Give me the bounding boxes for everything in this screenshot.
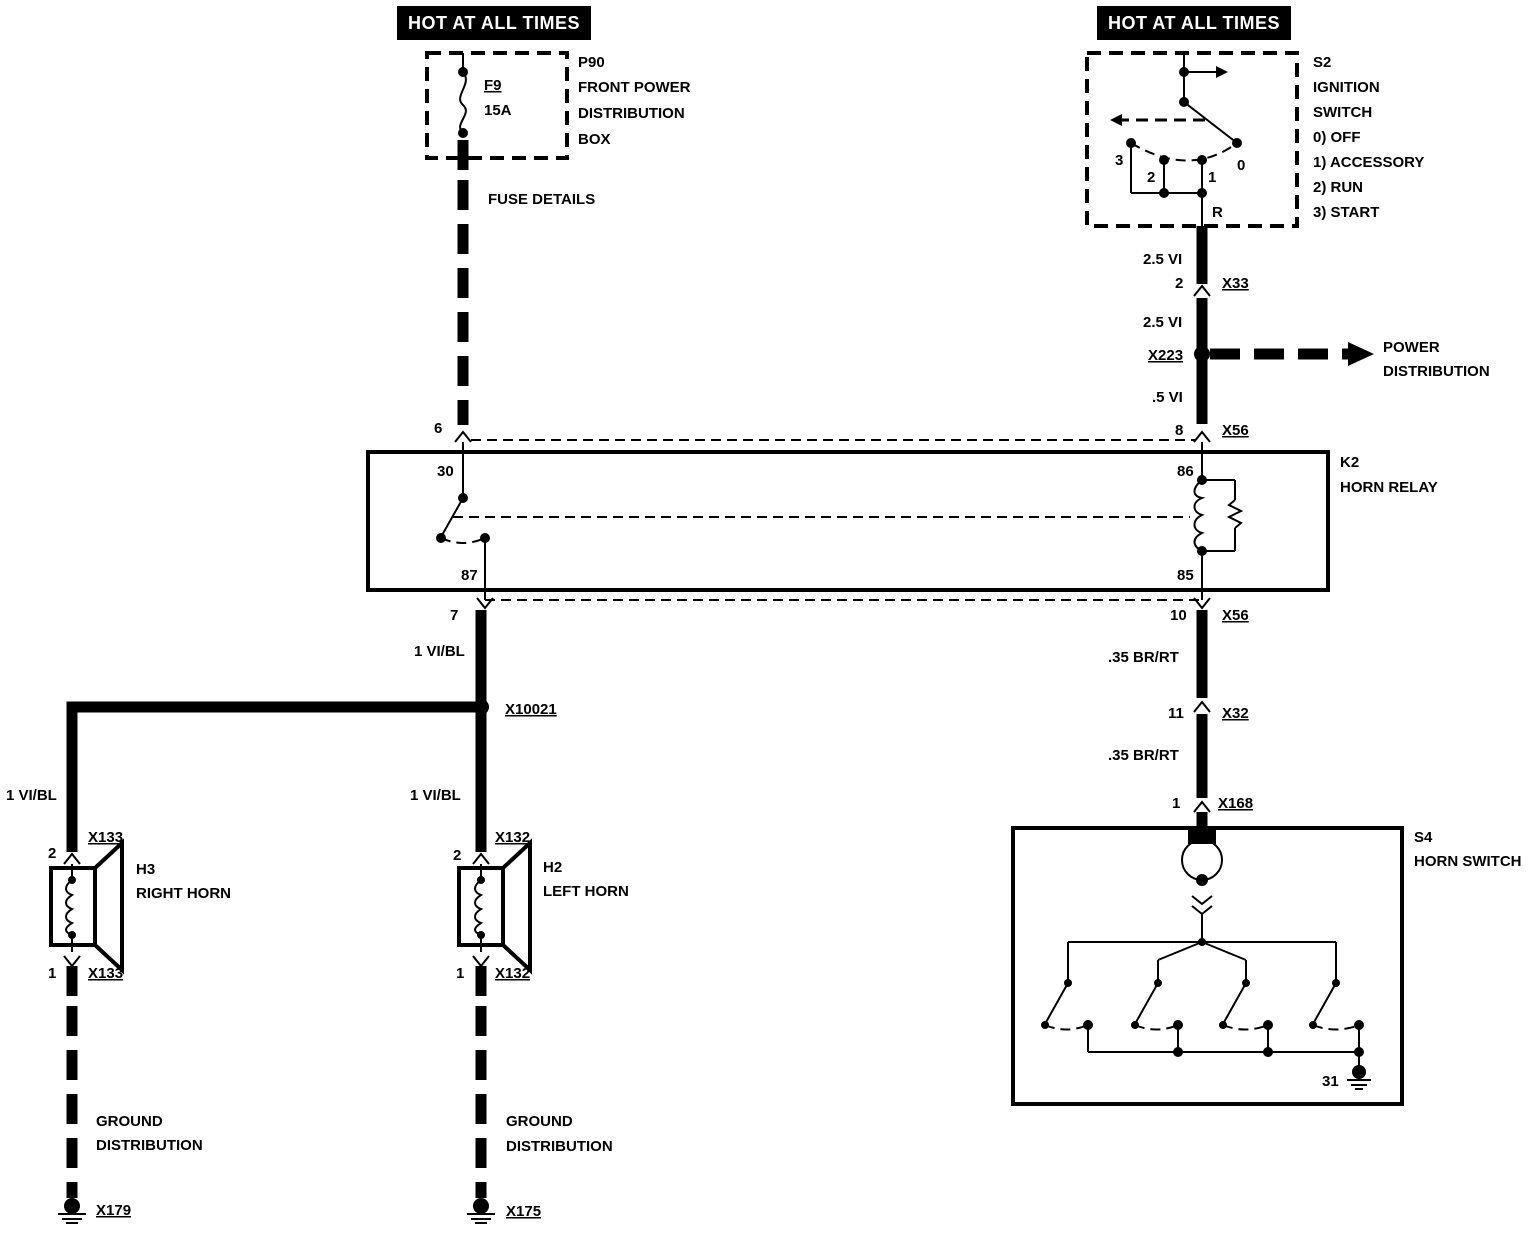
h2-id: H2 xyxy=(543,859,562,876)
hot-at-all-times-left-banner: HOT AT ALL TIMES xyxy=(397,6,591,40)
h3-right-horn: X133 2 H3 RIGHT HORN 1 X133 xyxy=(48,829,231,982)
s2-pos2: 2) RUN xyxy=(1313,179,1363,196)
h3-ground-line1: GROUND xyxy=(96,1113,163,1130)
x168-label: X168 xyxy=(1218,795,1253,812)
h3-name: RIGHT HORN xyxy=(136,885,231,902)
relay-pin-87: 87 xyxy=(461,567,478,584)
s4-ground-pin: 31 xyxy=(1322,1073,1339,1090)
p90-line1: FRONT POWER xyxy=(578,79,691,96)
s2-term-r: R xyxy=(1212,204,1223,221)
x223-label: X223 xyxy=(1148,347,1183,364)
k2-id: K2 xyxy=(1340,454,1359,471)
s2-ignition-switch: 3 2 1 0 R S2 IGNITION SWITCH 0) OFF 1) A… xyxy=(1085,51,1424,228)
h2-conn-bot: X132 xyxy=(495,965,530,982)
relay-conn-pin-6: 6 xyxy=(434,420,442,437)
wire-0-5vi: .5 VI xyxy=(1152,389,1183,406)
s2-term-2: 2 xyxy=(1147,169,1155,186)
h2-pin-top: 2 xyxy=(453,847,461,864)
x33-label: X33 xyxy=(1222,275,1249,292)
s2-line2: SWITCH xyxy=(1313,104,1372,121)
h2-name: LEFT HORN xyxy=(543,883,629,900)
p90-id: P90 xyxy=(578,54,605,71)
s2-pos0: 0) OFF xyxy=(1313,129,1361,146)
x32-label: X32 xyxy=(1222,705,1249,722)
s4-id: S4 xyxy=(1414,829,1433,846)
horn-contact-3 xyxy=(1219,979,1273,1031)
wire-2-5vi-b: 2.5 VI xyxy=(1143,314,1182,331)
h2-pin-bot: 1 xyxy=(456,965,464,982)
hot-at-all-times-right-banner: HOT AT ALL TIMES xyxy=(1097,6,1291,40)
wire-1-vi-bl-main: 1 VI/BL xyxy=(414,643,465,660)
p90-line3: BOX xyxy=(578,131,611,148)
x175-label: X175 xyxy=(506,1203,541,1220)
h2-ground-line1: GROUND xyxy=(506,1113,573,1130)
s4-name: HORN SWITCH xyxy=(1414,853,1522,870)
h3-conn-bot: X133 xyxy=(88,965,123,982)
x56-bot-label: X56 xyxy=(1222,607,1249,624)
right-horn-feed-wire xyxy=(66,701,481,852)
x168-pin: 1 xyxy=(1172,795,1180,812)
wire-035-br-rt-b: .35 BR/RT xyxy=(1108,747,1179,764)
relay-conn-pin-7: 7 xyxy=(450,607,458,624)
h2-coil-icon xyxy=(474,879,484,936)
relay-resistor-icon xyxy=(1226,499,1244,529)
horn-contact-4 xyxy=(1309,979,1364,1031)
s2-term-0: 0 xyxy=(1237,157,1245,174)
wire-1-vi-bl-left-horn: 1 VI/BL xyxy=(410,787,461,804)
relay-pin-85: 85 xyxy=(1177,567,1194,584)
wire-2-5vi-a: 2.5 VI xyxy=(1143,251,1182,268)
h3-pin-bot: 1 xyxy=(48,965,56,982)
horn-contact-1 xyxy=(1041,979,1093,1031)
h3-ground-line2: DISTRIBUTION xyxy=(96,1137,203,1154)
h3-id: H3 xyxy=(136,861,155,878)
x56-top-label: X56 xyxy=(1222,422,1249,439)
horn-contact-2 xyxy=(1131,979,1183,1031)
fuse-details-label: FUSE DETAILS xyxy=(488,191,595,208)
x33-pin: 2 xyxy=(1175,275,1183,292)
k2-name: HORN RELAY xyxy=(1340,479,1438,496)
fuse-f9-label: F9 xyxy=(484,77,502,94)
hot-right-label: HOT AT ALL TIMES xyxy=(1108,13,1280,33)
x56-top-pin: 8 xyxy=(1175,422,1183,439)
k2-horn-relay: 30 87 86 85 K2 HORN RELAY xyxy=(366,442,1438,600)
wire-1-vi-bl-right-horn: 1 VI/BL xyxy=(6,787,57,804)
relay-coil-icon xyxy=(1193,479,1206,552)
h2-ground-line2: DISTRIBUTION xyxy=(506,1138,613,1155)
s4-horn-switch: 31 S4 HORN SWITCH xyxy=(1011,826,1522,1106)
p90-fuse-box: F9 15A P90 FRONT POWER DISTRIBUTION BOX xyxy=(425,51,691,160)
fuse-f9-icon xyxy=(459,71,467,134)
h3-horn-icon xyxy=(93,838,124,975)
h2-conn-top: X132 xyxy=(495,829,530,846)
power-distribution-arrow-icon xyxy=(1348,342,1374,366)
h3-pin-top: 2 xyxy=(48,845,56,862)
power-dist-line2: DISTRIBUTION xyxy=(1383,363,1490,380)
hot-left-label: HOT AT ALL TIMES xyxy=(408,13,580,33)
x32-pin: 11 xyxy=(1168,705,1184,722)
power-dist-line1: POWER xyxy=(1383,339,1440,356)
h2-horn-icon xyxy=(501,838,532,975)
x179-ground-icon xyxy=(58,1198,86,1224)
x56-bot-pin: 10 xyxy=(1170,607,1187,624)
s2-pos3: 3) START xyxy=(1313,204,1379,221)
x223-splice xyxy=(1194,346,1210,362)
relay-pin-30: 30 xyxy=(437,463,454,480)
s2-term-3: 3 xyxy=(1115,152,1123,169)
x179-label: X179 xyxy=(96,1202,131,1219)
s2-id: S2 xyxy=(1313,54,1331,71)
wire-035-br-rt-a: .35 BR/RT xyxy=(1108,649,1179,666)
h3-coil-icon xyxy=(65,879,75,936)
h3-conn-top: X133 xyxy=(88,829,123,846)
s2-pos1: 1) ACCESSORY xyxy=(1313,154,1424,171)
s4-ground-icon xyxy=(1347,1065,1371,1090)
x10021-label: X10021 xyxy=(505,701,557,718)
p90-line2: DISTRIBUTION xyxy=(578,105,685,122)
s2-line1: IGNITION xyxy=(1313,79,1380,96)
s2-term-1: 1 xyxy=(1208,169,1216,186)
fuse-rating: 15A xyxy=(484,102,512,119)
relay-pin-86: 86 xyxy=(1177,463,1194,480)
x175-ground-icon xyxy=(467,1198,495,1224)
